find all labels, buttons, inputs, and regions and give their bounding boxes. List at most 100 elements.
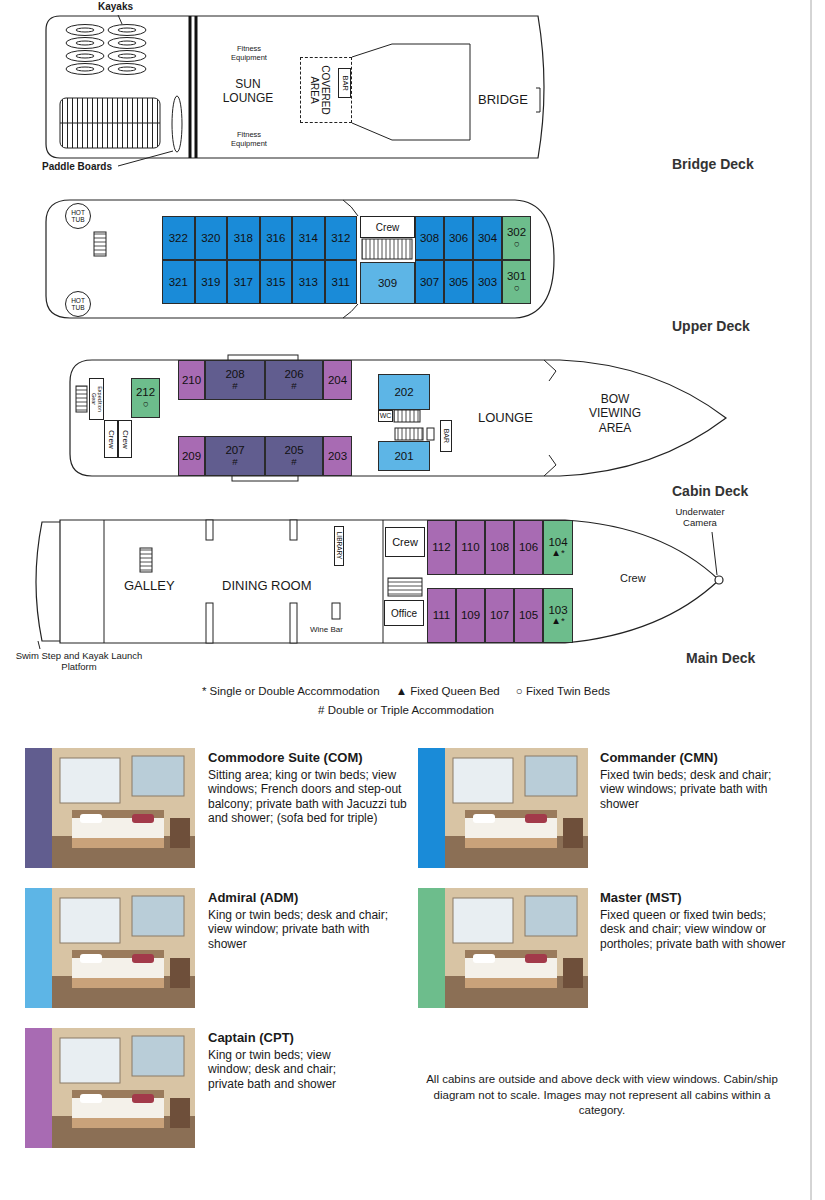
deck-wall (343, 200, 358, 216)
hull-outline (36, 522, 60, 641)
cabin-photo (445, 888, 588, 1008)
stairs-symbol (395, 428, 423, 440)
cabin-box: 318 (227, 216, 260, 260)
node-label: 111 (433, 609, 450, 622)
kayak-symbol (118, 28, 136, 32)
node-label: 203 (328, 450, 347, 463)
cabin-marker: ○ (143, 399, 149, 410)
pillar-symbol (290, 520, 297, 540)
kayak-symbol (66, 25, 104, 36)
node-label: Crew (107, 423, 116, 455)
kayak-symbol (108, 51, 146, 62)
cabin-box: 206# (265, 360, 323, 400)
cabin-marker: ▲* (551, 616, 564, 627)
cabin-marker: # (291, 381, 296, 392)
node-label: LIBRARY (335, 529, 342, 563)
cabin-photo (52, 888, 195, 1008)
label-holder: Upper Deck (672, 318, 750, 335)
label-holder: Bridge Deck (672, 156, 754, 173)
node-label: 319 (201, 276, 220, 289)
stairs-symbol (427, 428, 434, 440)
hull-outline (60, 520, 719, 643)
cabin-box: 107 (485, 588, 514, 643)
stairs-symbol (76, 386, 87, 412)
category-description: Fixed queen or fixed twin beds; desk and… (600, 908, 790, 951)
deck-wall (343, 304, 358, 318)
legend-title-holder: Master (MST) (600, 890, 682, 906)
area-label: BOW VIEWING AREA (584, 392, 646, 435)
kayak-symbol (66, 38, 104, 49)
deck-divider (189, 16, 192, 158)
area-label: Upper Deck (672, 318, 750, 335)
cabin-box: 109 (456, 588, 485, 643)
legend-row: # Double or Triple Accommodation (0, 704, 812, 718)
footnote: All cabins are outside and above deck wi… (412, 1072, 792, 1119)
room-box: BAR (338, 68, 351, 98)
leader-line (712, 532, 717, 575)
node-label: 306 (449, 232, 468, 245)
room-box: Office (384, 600, 424, 626)
legend-title: Admiral (ADM) (208, 890, 298, 906)
node-label: 322 (169, 232, 188, 245)
node-label: 313 (299, 276, 318, 289)
node-label: 318 (234, 232, 253, 245)
node-label: 307 (420, 276, 439, 289)
label-holder: All cabins are outside and above deck wi… (412, 1072, 792, 1119)
legend-title-holder: Admiral (ADM) (208, 890, 298, 906)
hull-outline (70, 360, 726, 476)
room-box: Crew (104, 420, 118, 458)
node-label: Expedition Gear (90, 381, 102, 417)
node-label: 317 (234, 276, 253, 289)
cabin-box: 210 (178, 360, 205, 400)
label-holder: Paddle Boards (42, 161, 112, 173)
node-label: 309 (378, 277, 397, 290)
legend-swatch (25, 888, 52, 1008)
area-label: DINING ROOM (222, 578, 312, 594)
node-label: 311 (332, 276, 350, 289)
node-label: 205 (284, 444, 303, 457)
node-label: 109 (461, 609, 480, 622)
bridge-wall (536, 88, 540, 112)
page-border (811, 0, 812, 1200)
category-description: Fixed twin beds; desk and chair; view wi… (600, 768, 785, 811)
label-holder: Kayaks (98, 1, 133, 13)
cabin-marker: ▲* (551, 548, 564, 559)
cabin-box: 104▲* (543, 520, 573, 575)
node-label: Office (391, 608, 417, 619)
area-label: Kayaks (98, 1, 133, 13)
area-label: LOUNGE (478, 410, 533, 426)
hull-outline (46, 16, 544, 158)
label-holder: Fitness Equipment (226, 130, 272, 148)
cabin-box: 202 (378, 374, 430, 410)
category-description: King or twin beds; view window; desk and… (208, 1048, 373, 1091)
node-label: 104 (548, 536, 567, 549)
pillar-symbol (206, 603, 213, 643)
node-label: 304 (478, 232, 497, 245)
cabin-box: 203 (323, 436, 352, 476)
pillar-symbol (206, 520, 340, 643)
covered-area-box: COVERED AREABAR (300, 57, 352, 123)
cabin-box: 311 (325, 260, 358, 304)
area-label: Crew (620, 572, 646, 585)
cabin-marker: # (232, 457, 237, 468)
paddle-board-rack (60, 123, 160, 124)
legend-swatch (418, 888, 445, 1008)
room-box: Crew (360, 216, 415, 238)
cabin-photo (52, 1028, 195, 1148)
leader-line (38, 15, 717, 649)
cabin-box: 320 (195, 216, 228, 260)
node-label: Crew (121, 423, 130, 455)
camera-symbol (715, 576, 723, 584)
node-label: 204 (328, 374, 347, 387)
cabin-box: 105 (514, 588, 543, 643)
label-holder: SUN LOUNGE (216, 77, 280, 106)
cabin-box: 204 (323, 360, 352, 400)
legend-title: Commodore Suite (COM) (208, 750, 363, 766)
cabin-photo (445, 748, 588, 868)
legend-title: Captain (CPT) (208, 1030, 294, 1046)
room-box: Crew (118, 420, 132, 458)
stairs-symbol (140, 548, 152, 572)
category-description: King or twin beds; desk and chair; view … (208, 908, 408, 951)
paddle-board-rack (60, 96, 182, 152)
paddle-board-rack (172, 96, 182, 152)
